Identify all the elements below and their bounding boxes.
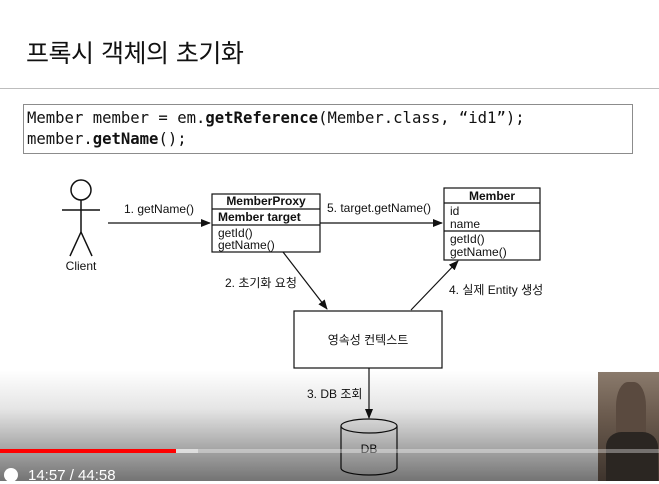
code-line-2: member.getName(); [27, 130, 187, 148]
member-class-title: Member [469, 189, 515, 203]
proxy-target-field: Member target [218, 210, 301, 224]
member-field: id [450, 204, 459, 218]
video-progress-bar[interactable] [0, 449, 659, 453]
title-divider [0, 88, 659, 89]
slide-title: 프록시 객체의 초기화 [26, 39, 244, 68]
time-display: 14:57 / 44:58 [28, 467, 116, 484]
code-text: Member member = em. [27, 109, 206, 127]
code-snippet: Member member = em.getReference(Member.c… [23, 104, 633, 154]
client-label: Client [66, 259, 97, 273]
member-proxy-class: MemberProxy Member target getId() getNam… [211, 193, 321, 253]
proxy-method: getId() [218, 226, 253, 240]
member-method: getId() [450, 232, 485, 246]
progress-played [0, 449, 176, 453]
webcam-overlay [598, 372, 659, 481]
proxy-class-title: MemberProxy [226, 194, 306, 208]
step-label-5: 5. target.getName() [327, 201, 431, 215]
arrow-step-2 [282, 251, 328, 310]
code-text: (); [158, 130, 187, 148]
code-line-1: Member member = em.getReference(Member.c… [27, 109, 525, 127]
member-method: getName() [450, 245, 507, 259]
code-text: (Member.class, “id1”); [318, 109, 525, 127]
arrow-step-4 [410, 260, 459, 311]
step-label-4: 4. 실제 Entity 생성 [449, 283, 543, 297]
step-label-1: 1. getName() [124, 202, 194, 216]
code-method: getReference [205, 109, 319, 127]
code-method: getName [92, 130, 159, 148]
webcam-figure [606, 432, 658, 481]
step-label-3: 3. DB 조회 [307, 387, 362, 401]
step-label-2: 2. 초기화 요청 [225, 276, 297, 290]
persistence-context-label: 영속성 컨텍스트 [328, 333, 409, 347]
code-text: member. [27, 130, 93, 148]
persistence-context-box: 영속성 컨텍스트 [293, 310, 443, 369]
scrubber-handle[interactable] [4, 468, 18, 482]
member-field: name [450, 217, 480, 231]
member-entity-class: Member id name getId() getName() [443, 187, 541, 261]
proxy-method: getName() [218, 238, 275, 252]
client-actor-icon [62, 179, 100, 257]
